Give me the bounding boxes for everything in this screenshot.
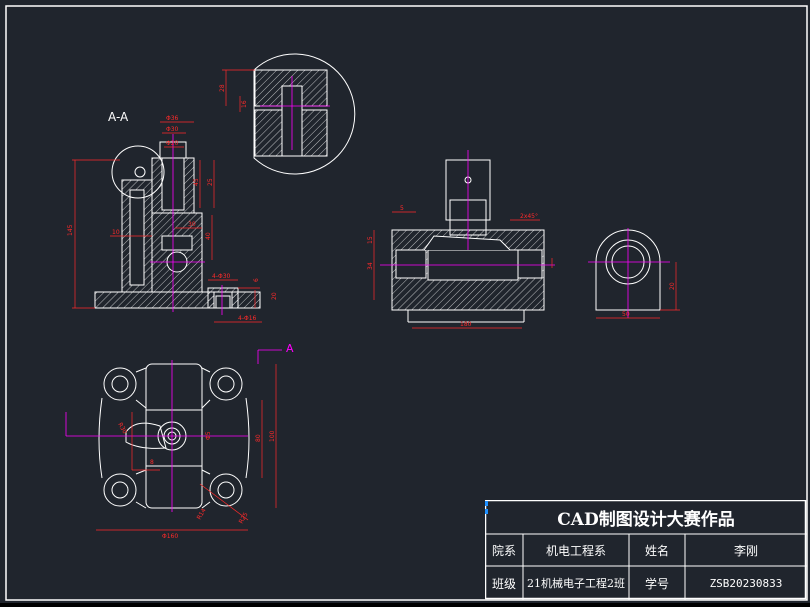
side-view[interactable]: 50 20 <box>588 228 680 319</box>
dim-phi30: Φ30 <box>166 126 179 133</box>
class-label: 班级 <box>491 576 516 591</box>
dim-15: 15 <box>367 236 374 244</box>
dim-phi36: Φ36 <box>166 115 179 122</box>
dim-145: 145 <box>67 224 74 236</box>
top-view[interactable]: A Φ160 80 100 R30 Φ5 8 R14 R25 <box>65 342 294 540</box>
title-block[interactable]: CAD制图设计大赛作品 院系 机电工程系 姓名 李刚 班级 21机械电子工程2班… <box>485 500 807 600</box>
drawing-frame <box>5 5 808 601</box>
dim-phi160: Φ160 <box>162 533 178 540</box>
dim-20: 20 <box>271 292 278 300</box>
dim-16: 16 <box>241 100 248 108</box>
dim-28: 28 <box>219 84 226 92</box>
id-value: ZSB20230833 <box>709 576 783 590</box>
dim-25: 25 <box>207 178 214 186</box>
section-view-aa[interactable]: A-A <box>67 110 278 323</box>
dim-phi20: Φ20 <box>166 140 179 147</box>
section-label: A-A <box>108 110 129 124</box>
dim-10: 10 <box>112 229 120 236</box>
dim-50: 50 <box>622 311 630 318</box>
dim-180: 180 <box>460 321 472 328</box>
front-section-view[interactable]: 5 2x45° 180 15 34 <box>367 150 555 329</box>
dim-34: 34 <box>367 262 374 270</box>
dim-4-phi30: 4-Φ30 <box>212 273 231 280</box>
dim-20b: 20 <box>669 282 676 290</box>
dim-r14: R14 <box>196 507 208 521</box>
title-text: CAD制图设计大赛作品 <box>557 509 735 530</box>
dim-4-phi16: 4-Φ16 <box>238 315 257 322</box>
dim-80: 80 <box>255 434 262 442</box>
dim-phi5: Φ5 <box>205 431 212 440</box>
title-block-grid <box>485 500 807 600</box>
dim-30: 30 <box>188 221 196 228</box>
dim-100: 100 <box>269 430 276 442</box>
dim-6: 6 <box>253 278 260 282</box>
dim-45: 45 <box>193 178 200 186</box>
view-arrow-label: A <box>286 342 294 355</box>
dept-label: 院系 <box>491 543 516 558</box>
detail-view[interactable]: 28 16 <box>219 53 356 175</box>
dim-2x45: 2x45° <box>520 213 538 220</box>
dim-8: 8 <box>150 459 154 466</box>
class-value: 21机械电子工程2班 <box>527 577 625 590</box>
dim-40: 40 <box>205 232 212 240</box>
dim-5: 5 <box>400 205 404 212</box>
name-value: 李刚 <box>733 543 758 558</box>
id-label: 学号 <box>644 576 669 591</box>
name-label: 姓名 <box>644 543 669 558</box>
dept-value: 机电工程系 <box>545 543 606 558</box>
dim-r30: R30 <box>116 422 128 436</box>
